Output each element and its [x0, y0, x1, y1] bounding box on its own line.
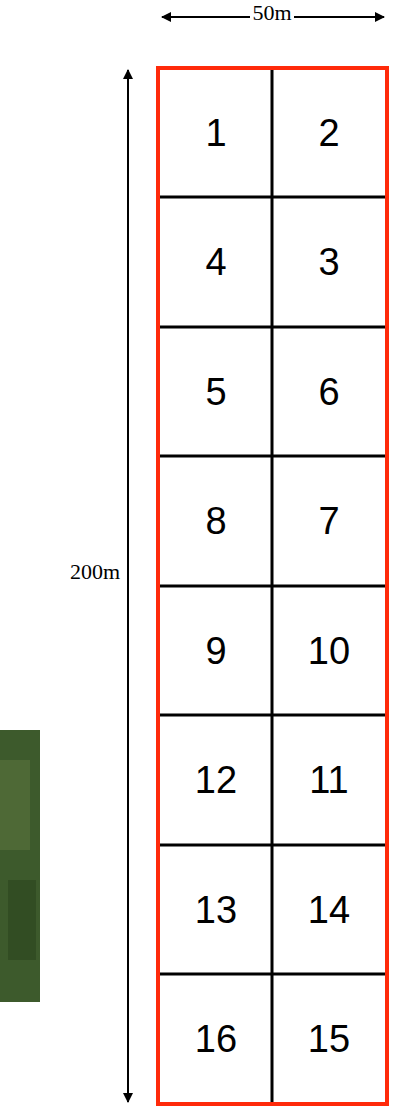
cell-number: 16 [195, 1020, 237, 1058]
cell-number: 3 [318, 243, 339, 281]
plot-cell: 3 [273, 200, 385, 326]
plot-border [158, 68, 387, 1104]
plot-cell: 14 [273, 847, 385, 973]
plot-cell: 5 [160, 329, 272, 455]
plot-cell: 11 [273, 718, 385, 844]
cell-number: 13 [195, 891, 237, 929]
satellite-texture [8, 880, 36, 960]
grid-lines [159, 68, 386, 1104]
cell-number: 8 [205, 502, 226, 540]
plot-cell: 7 [273, 459, 385, 585]
cell-number: 5 [205, 373, 226, 411]
cell-number: 2 [318, 114, 339, 152]
plot-cell: 13 [160, 847, 272, 973]
height-arrow [127, 70, 129, 1102]
satellite-texture [0, 760, 30, 850]
plot-cell: 2 [273, 70, 385, 196]
dimension-label: 50m [250, 2, 293, 24]
plot-cell: 16 [160, 977, 272, 1103]
satellite-fragment [0, 730, 40, 1002]
cell-number: 7 [318, 502, 339, 540]
plot-cell: 12 [160, 718, 272, 844]
cell-number: 10 [308, 632, 350, 670]
plot-cell: 1 [160, 70, 272, 196]
cell-number: 12 [195, 761, 237, 799]
cell-number: 4 [205, 243, 226, 281]
plot-cell: 9 [160, 588, 272, 714]
plot-cell: 8 [160, 459, 272, 585]
cell-number: 9 [205, 632, 226, 670]
plot-cell: 10 [273, 588, 385, 714]
cell-number: 11 [309, 761, 348, 799]
cell-number: 6 [318, 373, 339, 411]
cell-number: 15 [308, 1020, 350, 1058]
cell-number: 1 [205, 114, 226, 152]
plot-cell: 6 [273, 329, 385, 455]
cell-number: 14 [308, 891, 350, 929]
plot-cell: 15 [273, 977, 385, 1103]
dimension-label: 200m [68, 561, 122, 583]
plot-cell: 4 [160, 200, 272, 326]
